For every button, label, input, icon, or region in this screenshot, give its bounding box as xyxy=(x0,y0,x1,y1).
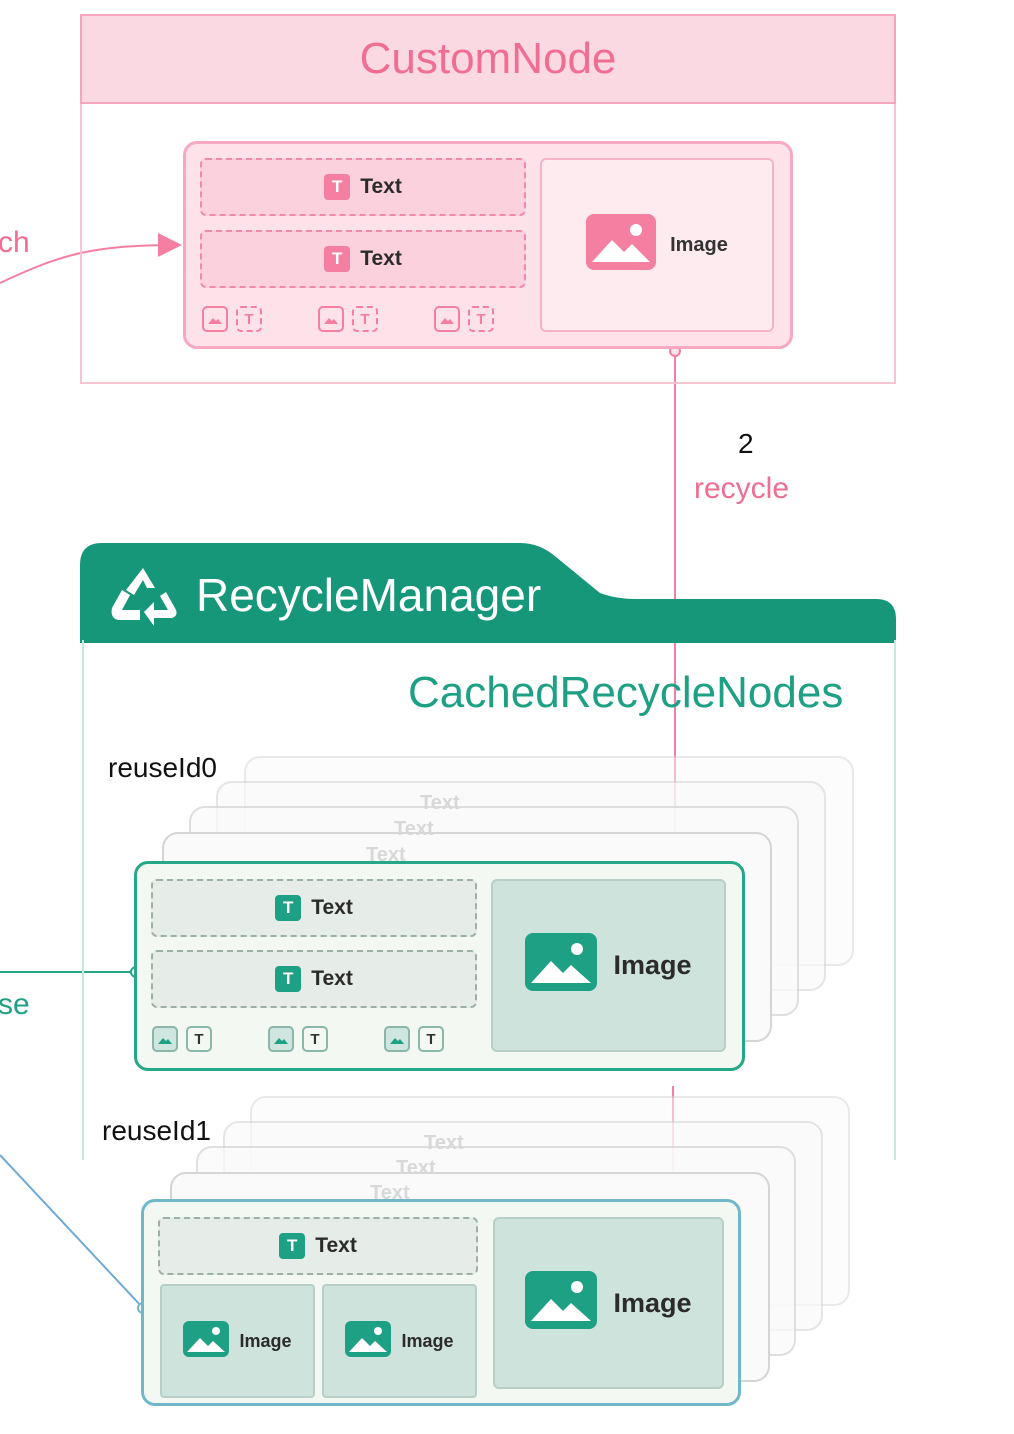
cached-node-image-label: Image xyxy=(613,1287,692,1318)
custom-node-title: CustomNode xyxy=(80,14,896,104)
text-icon: T xyxy=(324,246,351,272)
text-icon: T xyxy=(418,1026,444,1052)
left-fragment-middle: se xyxy=(0,988,30,1021)
cached-nodes-title: CachedRecycleNodes xyxy=(408,668,844,717)
text-icon: T xyxy=(236,306,262,332)
image-icon xyxy=(318,306,344,332)
image-icon xyxy=(345,1320,392,1362)
text-icon: T xyxy=(275,966,302,992)
custom-node-text-label: Text xyxy=(360,247,402,270)
custom-node-text-row: T Text xyxy=(200,230,526,288)
recycle-manager-panel xyxy=(82,640,896,1160)
cached-node-text-row: T Text xyxy=(158,1217,478,1275)
custom-node-text-label: Text xyxy=(360,175,402,198)
ghost-text-label: Text xyxy=(366,844,406,866)
custom-node-image: Image xyxy=(540,158,774,332)
step-number: 2 xyxy=(738,428,754,459)
recycle-manager-title: RecycleManager xyxy=(196,569,542,621)
cached-node-image: Image xyxy=(491,879,726,1052)
cached-node-text-row: T Text xyxy=(151,879,477,937)
text-icon: T xyxy=(186,1026,212,1052)
cached-node-text-label: Text xyxy=(315,1234,357,1257)
ghost-text-label: Text xyxy=(420,792,460,814)
image-icon xyxy=(384,1026,410,1052)
cached-node-text-label: Text xyxy=(311,967,353,990)
cached-node-mini-icons: T T T xyxy=(152,1026,444,1052)
recycle-icon xyxy=(108,564,178,631)
cached-node-text-row: T Text xyxy=(151,950,477,1008)
reuse-id-label: reuseId1 xyxy=(102,1115,211,1146)
custom-node-image-label: Image xyxy=(670,233,728,256)
cached-node-small-image: Image xyxy=(322,1284,477,1398)
cached-node-small-image: Image xyxy=(160,1284,315,1398)
text-icon: T xyxy=(302,1026,328,1052)
text-icon: T xyxy=(275,895,302,921)
image-icon xyxy=(183,1320,230,1362)
image-icon xyxy=(434,306,460,332)
cached-node-small-image-label: Image xyxy=(401,1330,454,1351)
ghost-text-label: Text xyxy=(396,1157,436,1179)
image-icon xyxy=(268,1026,294,1052)
text-icon: T xyxy=(324,174,351,200)
image-icon xyxy=(586,214,657,276)
ghost-text-label: Text xyxy=(424,1132,464,1154)
custom-node-text-row: T Text xyxy=(200,158,526,216)
text-icon: T xyxy=(279,1233,306,1259)
image-icon xyxy=(202,306,228,332)
reuse1-connector xyxy=(0,1154,144,1309)
text-icon: T xyxy=(352,306,378,332)
fetch-arrow xyxy=(0,233,182,284)
custom-node-mini-icons: T T T xyxy=(202,306,494,332)
cached-node-text-label: Text xyxy=(311,896,353,919)
image-icon xyxy=(525,933,598,998)
text-icon: T xyxy=(468,306,494,332)
cached-node-image: Image xyxy=(493,1217,724,1389)
ghost-text-label: Text xyxy=(394,818,434,840)
cached-node-image-label: Image xyxy=(613,950,692,980)
cached-node-small-image-label: Image xyxy=(239,1330,292,1351)
image-icon xyxy=(152,1026,178,1052)
recycle-manager-header xyxy=(80,543,896,643)
step-label: recycle xyxy=(694,472,790,505)
ghost-text-label: Text xyxy=(370,1182,410,1204)
image-icon xyxy=(525,1270,598,1336)
reuse-id-label: reuseId0 xyxy=(108,752,217,783)
left-fragment-top: ch xyxy=(0,226,30,259)
